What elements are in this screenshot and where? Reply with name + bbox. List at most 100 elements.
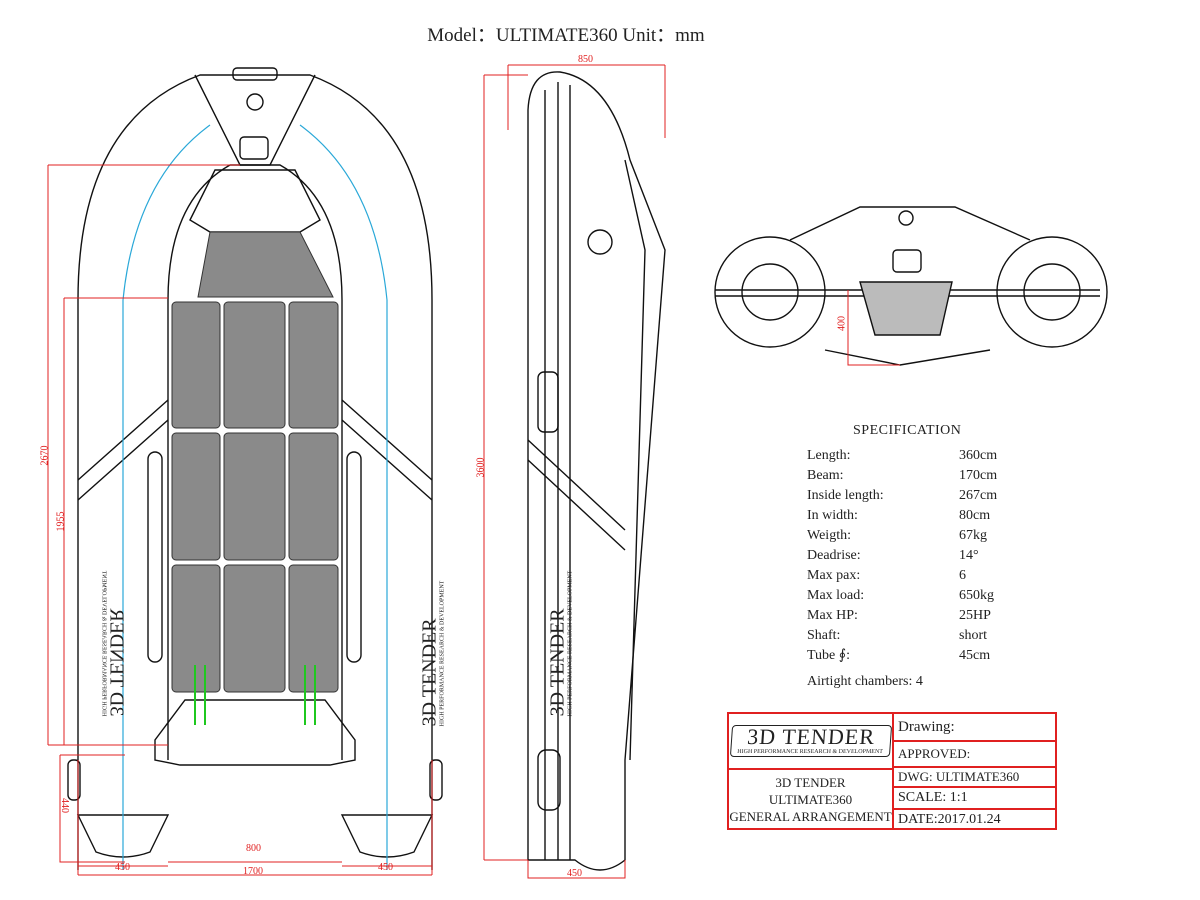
- dim-overall-beam: 1700: [243, 866, 263, 877]
- spec-value: 80cm: [959, 508, 991, 523]
- logo-name: 3D TENDER: [746, 724, 876, 749]
- transom: [154, 699, 356, 766]
- front-hull: [824, 349, 991, 366]
- bow-logo-plate: [239, 136, 269, 160]
- deck-panel: [288, 564, 339, 693]
- spec-label: Tube ∮:: [807, 648, 850, 663]
- brand-name: 3D TENDER: [418, 618, 441, 727]
- specification-title: SPECIFICATION: [853, 423, 962, 438]
- spec-row: In width:80cm: [807, 506, 1027, 526]
- dim-overall-length: 3600: [475, 457, 487, 478]
- front-cowl: [789, 206, 1031, 241]
- desc-line: 3D TENDER: [775, 775, 846, 790]
- spec-value: 267cm: [959, 488, 998, 503]
- brand-tagline: HIGH PERFORMANCE RESEARCH & DEVELOPMENT: [100, 570, 107, 717]
- drawing-description: 3D TENDER ULTIMATE360 GENERAL ARRANGEMEN…: [729, 770, 892, 825]
- brand-tagline: HIGH PERFORMANCE RESEARCH & DEVELOPMENT: [439, 580, 446, 727]
- front-tube-left-inner: [741, 263, 799, 321]
- date-field: DATE:2017.01.24: [898, 812, 1001, 827]
- centerlines: [122, 124, 388, 870]
- side-hull-outline: [527, 71, 666, 871]
- specification-list: Length: 360cm Beam:170cm Inside length: 26…: [807, 446, 1027, 692]
- dim-front-height: 400: [836, 316, 848, 331]
- spec-row: Shaft: short: [807, 626, 1027, 646]
- dim-left-tube-width: 450: [115, 862, 130, 873]
- deck-panel: [223, 301, 286, 429]
- spec-row: Length: 360cm: [807, 446, 1027, 466]
- front-tube-right: [996, 236, 1108, 348]
- desc-line: GENERAL ARRANGEMENT: [729, 809, 892, 824]
- front-tube-right-inner: [1023, 263, 1081, 321]
- deck-panel: [171, 432, 221, 561]
- side-keel: [624, 159, 646, 761]
- spec-airtight: Airtight chambers: 4: [807, 674, 923, 689]
- bow-eye: [246, 93, 264, 111]
- deck-panel: [288, 432, 339, 561]
- side-tube-line: [544, 82, 571, 860]
- front-view: [714, 206, 1108, 366]
- spec-value: short: [959, 628, 987, 643]
- drawing-title: Model：ULTIMATE360 Unit：mm: [427, 25, 705, 46]
- spec-value: 6: [959, 568, 966, 583]
- spec-label: Weigth:: [807, 528, 851, 543]
- side-strap: [527, 439, 626, 551]
- approved-field: APPROVED:: [894, 742, 1055, 768]
- spec-row: Deadrise:14°: [807, 546, 1027, 566]
- spec-value: 25HP: [959, 608, 991, 623]
- brand-name: 3D TENDER: [105, 608, 128, 717]
- title-block: 3D TENDER HIGH PERFORMANCE RESEARCH & DE…: [727, 712, 1057, 830]
- spec-label: Shaft:: [807, 628, 841, 643]
- spec-row: Inside length: 267cm: [807, 486, 1027, 506]
- deck-panel: [223, 564, 286, 693]
- tube-branding-right: 3D TENDER HIGH PERFORMANCE RESEARCH & DE…: [418, 580, 446, 727]
- front-tube-left: [714, 236, 826, 348]
- drawing-field: Drawing:: [894, 714, 1055, 742]
- spec-value: 650kg: [959, 588, 994, 603]
- spec-row: Max HP:25HP: [807, 606, 1027, 626]
- front-logo-plate: [892, 249, 922, 273]
- spec-value: 360cm: [959, 448, 998, 463]
- spec-label: Length:: [807, 448, 851, 463]
- spec-label: Max load:: [807, 588, 865, 603]
- stern-cone-left: [76, 814, 170, 858]
- spec-label: Inside length:: [807, 488, 884, 503]
- tube-branding-side: 3D TENDER HIGH PERFORMANCE RESEARCH & DE…: [546, 570, 574, 717]
- stern-handle-left: [67, 759, 81, 801]
- dimension-lines: [47, 64, 900, 879]
- deck-panels: [171, 231, 339, 693]
- front-hatch: [197, 231, 334, 298]
- spec-label: Max pax:: [807, 568, 861, 583]
- dwg-field: DWG: ULTIMATE360: [894, 768, 1055, 788]
- bow-handle: [232, 67, 278, 81]
- deck-panel: [171, 301, 221, 429]
- bow-cowl: [194, 74, 316, 166]
- spec-value: 45cm: [959, 648, 991, 663]
- scale-field: SCALE: 1:1: [894, 788, 1055, 810]
- spec-value: 170cm: [959, 468, 998, 483]
- tube-outline: [77, 74, 433, 870]
- transom-brackets: [194, 665, 316, 725]
- dim-inside-length-total: 2670: [39, 445, 51, 466]
- dim-right-tube-width: 450: [378, 862, 393, 873]
- dim-inside-length-deck: 1955: [55, 511, 67, 532]
- logo-tagline: HIGH PERFORMANCE RESEARCH & DEVELOPMENT: [736, 749, 883, 755]
- title-block-right: Drawing: APPROVED: DWG: ULTIMATE360 SCAL…: [894, 714, 1055, 830]
- spec-row: Beam:170cm: [807, 466, 1027, 486]
- logo-box: 3D TENDER HIGH PERFORMANCE RESEARCH & DE…: [729, 724, 892, 757]
- brand-tagline: HIGH PERFORMANCE RESEARCH & DEVELOPMENT: [567, 570, 574, 717]
- tube-branding-left: 3D TENDER HIGH PERFORMANCE RESEARCH & DE…: [99, 570, 128, 717]
- stern-handle-right: [429, 759, 443, 801]
- grab-handle-right: [346, 451, 362, 663]
- deck-panel: [288, 301, 339, 429]
- spec-row: Max load: 650kg: [807, 586, 1027, 606]
- grab-handle-left: [147, 451, 163, 663]
- dim-side-top-width: 850: [578, 54, 593, 65]
- spec-row: Max pax: 6: [807, 566, 1027, 586]
- front-mesh-pocket: [859, 281, 953, 336]
- side-valve: [537, 749, 561, 811]
- title-block-left: 3D TENDER HIGH PERFORMANCE RESEARCH & DE…: [729, 714, 894, 830]
- brand-logo: 3D TENDER HIGH PERFORMANCE RESEARCH & DE…: [729, 714, 892, 770]
- deck-panel: [223, 432, 286, 561]
- side-logo: [587, 229, 613, 255]
